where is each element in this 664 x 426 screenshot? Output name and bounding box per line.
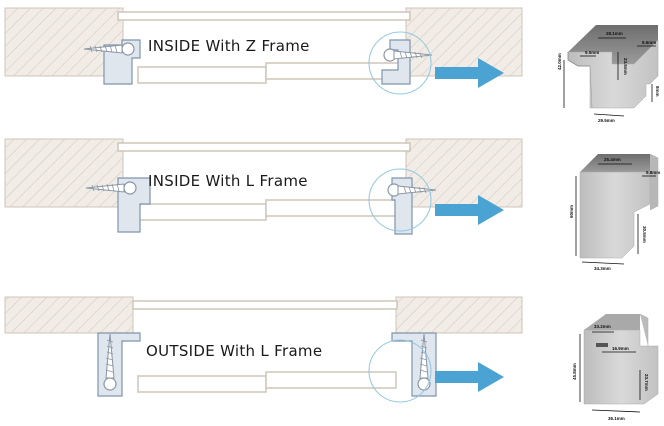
profile-front-face	[583, 329, 659, 405]
row-inside-z-frame: INSIDE With Z Frame	[4, 7, 523, 95]
row-caption: INSIDE With Z Frame	[148, 37, 310, 55]
window-sill	[137, 203, 267, 221]
screw-left	[85, 181, 137, 195]
screw-right	[383, 48, 433, 62]
row-outside-l-frame: OUTSIDE With L Frame	[4, 296, 523, 403]
z-frame-right	[381, 39, 411, 85]
left-wall	[4, 138, 124, 208]
dim-label: 45.8mm	[572, 363, 577, 380]
direction-arrow	[435, 362, 504, 392]
detail-circle	[368, 339, 432, 403]
row-caption: OUTSIDE With L Frame	[146, 342, 322, 360]
dimension-lines	[563, 37, 656, 117]
dim-label: 23.7mm	[644, 374, 649, 391]
dim-label: 33.2mm	[594, 324, 611, 329]
window-top-rail	[117, 11, 411, 21]
profile-z-frame: 28.1mm 9.5mm 9.5mm 23.5mm 42.0mm 8mm 29.…	[557, 25, 660, 123]
dim-label: 28.1mm	[606, 31, 623, 36]
dimension-lines	[575, 163, 656, 265]
profile-l-frame-outside: 33.2mm 16.9mm 45.8mm 23.7mm 36.1mm	[572, 313, 659, 421]
right-wall	[405, 7, 523, 77]
profile-slot	[596, 343, 608, 347]
profile-top-face	[580, 154, 650, 172]
window-sill-right	[265, 199, 401, 217]
dim-label: 9.5mm	[642, 40, 656, 45]
dim-label: 42.0mm	[557, 53, 562, 70]
dim-label: 29.5mm	[598, 118, 615, 123]
direction-arrow	[435, 58, 504, 88]
window-top-rail	[117, 142, 411, 152]
dim-label: 30.5mm	[642, 226, 647, 243]
row-inside-l-frame: INSIDE With L Frame	[4, 138, 523, 235]
dim-label: 16.9mm	[612, 346, 629, 351]
dim-label: 23.5mm	[623, 58, 628, 75]
window-top-rail	[132, 300, 398, 310]
dimension-lines	[579, 331, 641, 413]
dim-label: 60mm	[569, 205, 574, 218]
screw-left	[103, 333, 117, 391]
dim-label: 25.4mm	[604, 157, 621, 162]
dim-label: 8mm	[655, 86, 660, 97]
right-wall	[405, 138, 523, 208]
dim-label: 36.1mm	[608, 416, 625, 421]
left-wall	[4, 296, 134, 334]
profile-front-face	[579, 171, 651, 259]
window-sill-right	[265, 62, 401, 80]
dim-label: 34.3mm	[594, 266, 611, 271]
dim-label: 9.5mm	[585, 50, 599, 55]
screw-right	[417, 333, 431, 391]
window-sill	[137, 375, 267, 393]
detail-circle	[368, 168, 432, 232]
right-wall	[395, 296, 523, 334]
profile-top-face	[584, 314, 640, 330]
profile-l-frame-inside: 25.4mm 9.8mm 60mm 30.5mm 34.3mm	[569, 153, 660, 271]
window-sill	[137, 66, 267, 84]
screw-right	[387, 183, 437, 197]
screw-left	[83, 42, 135, 56]
window-sill-right	[265, 371, 397, 389]
detail-circle	[368, 31, 432, 95]
row-caption: INSIDE With L Frame	[148, 172, 308, 190]
profile-top-face	[568, 25, 658, 64]
dim-label: 9.8mm	[646, 170, 660, 175]
left-wall	[4, 7, 124, 77]
direction-arrow	[435, 195, 504, 225]
